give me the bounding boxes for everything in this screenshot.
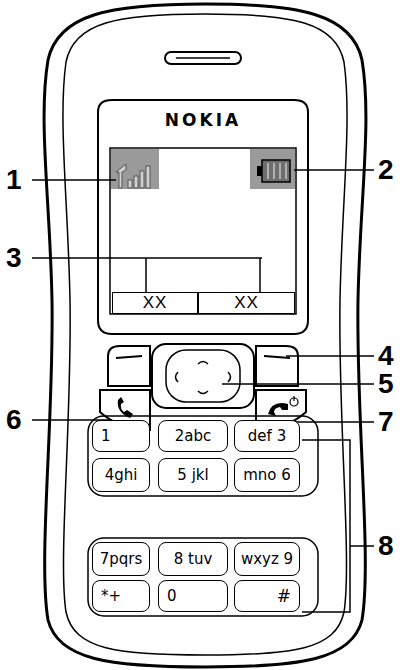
- brand-logo: NOKIA: [165, 112, 241, 129]
- keypad-key: 2abc: [158, 420, 228, 452]
- keypad-key: def 3: [234, 420, 300, 452]
- key-label: 1: [101, 427, 111, 445]
- callout-number: 3: [6, 244, 22, 272]
- key-label: 2abc: [175, 427, 212, 445]
- keypad-key: 1: [92, 420, 150, 452]
- key-label: 0: [167, 587, 177, 605]
- callout-number: 8: [378, 532, 394, 560]
- callout-number: 4: [378, 342, 394, 370]
- key-label: 8 tuv: [174, 550, 213, 568]
- key-label: 7pqrs: [100, 550, 143, 568]
- keypad-key: 8 tuv: [158, 542, 228, 576]
- keypad-key: #: [234, 580, 300, 612]
- softkey-label: XX: [143, 293, 168, 313]
- key-label: 4ghi: [105, 466, 138, 484]
- key-label: 5 jkl: [177, 466, 208, 484]
- callout-number: 2: [378, 156, 394, 184]
- keypad-key: 7pqrs: [92, 542, 150, 576]
- callout-number: 7: [378, 408, 394, 436]
- keypad-key: mno 6: [234, 458, 300, 492]
- key-label: #: [277, 586, 291, 606]
- softkey-label-box: XX: [112, 292, 198, 314]
- softkey-label: XX: [234, 293, 259, 313]
- callout-number: 5: [378, 370, 394, 398]
- softkey-label-box: XX: [198, 292, 295, 314]
- key-label: wxyz 9: [241, 550, 293, 568]
- key-label: mno 6: [243, 466, 291, 484]
- keypad-key: 5 jkl: [158, 458, 228, 492]
- keypad-key: wxyz 9: [234, 542, 300, 576]
- key-label: *+: [101, 587, 121, 605]
- keypad-key: 4ghi: [92, 458, 150, 492]
- callout-number: 1: [6, 166, 22, 194]
- keypad-key: *+: [92, 580, 150, 612]
- key-label: def 3: [248, 427, 286, 445]
- callout-number: 6: [6, 406, 22, 434]
- keypad-key: 0: [158, 580, 228, 612]
